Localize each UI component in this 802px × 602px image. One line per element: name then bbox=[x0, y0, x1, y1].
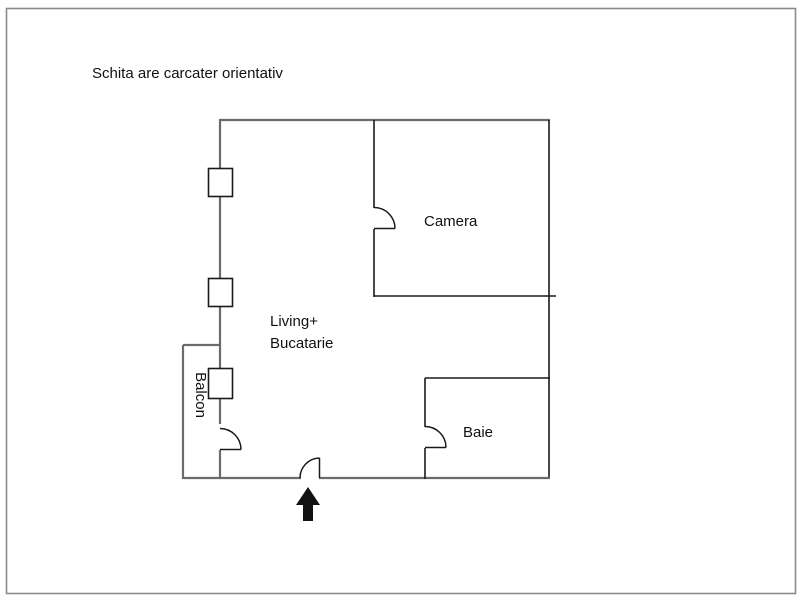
room-label-living-line1: Living+ bbox=[270, 313, 318, 330]
room-label-camera: Camera bbox=[424, 213, 478, 230]
window-left-lower bbox=[207, 367, 234, 400]
door-entrance bbox=[299, 457, 321, 479]
window-left-upper bbox=[207, 167, 234, 198]
door-balcon bbox=[219, 427, 242, 451]
room-label-baie: Baie bbox=[463, 424, 493, 441]
plan-title-note: Schita are carcater orientativ bbox=[92, 65, 283, 82]
page-border bbox=[5, 7, 797, 595]
door-camera bbox=[373, 206, 396, 230]
entrance-direction-arrow bbox=[296, 487, 320, 521]
room-label-living-line2: Bucatarie bbox=[270, 335, 333, 352]
room-label-balcon: Balcon bbox=[192, 372, 209, 418]
window-left-middle bbox=[207, 277, 234, 308]
door-baie bbox=[424, 425, 447, 449]
